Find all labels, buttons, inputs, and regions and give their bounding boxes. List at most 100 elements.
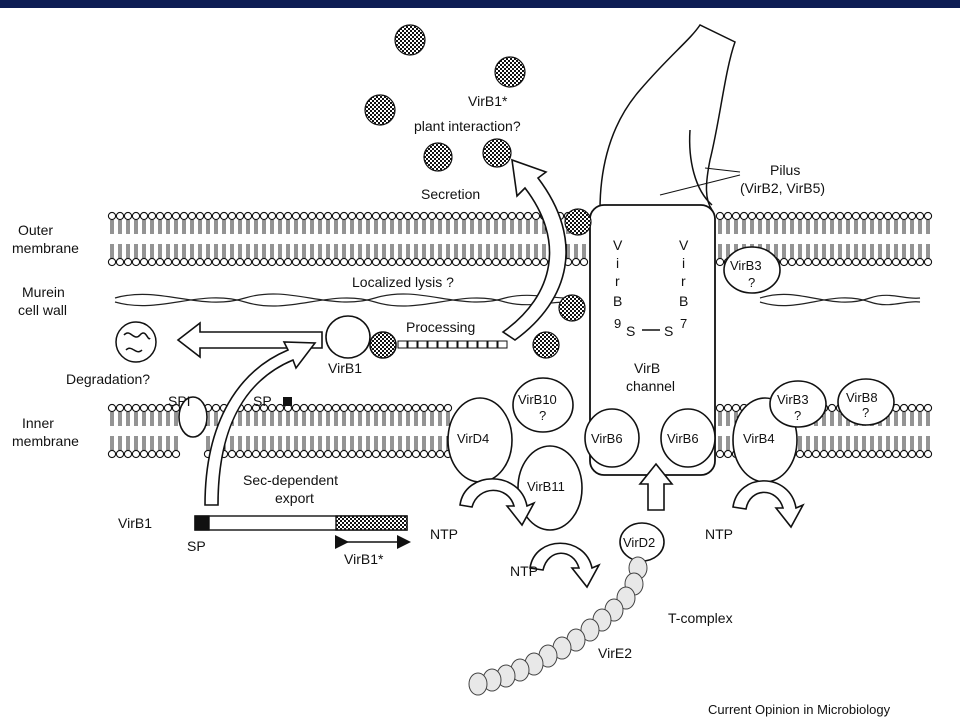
virb9-letter-2: i: [616, 255, 619, 271]
lipid: [107, 211, 117, 267]
lipid: [139, 211, 149, 267]
lipid: [347, 211, 357, 267]
virb3-inner-q: ?: [794, 408, 801, 423]
virb8-label: VirB8: [846, 390, 878, 405]
lipid: [251, 403, 261, 459]
virb3-inner-label: VirB3: [777, 392, 809, 407]
lipid: [843, 211, 853, 267]
lipid: [131, 211, 141, 267]
spi-protein: [178, 396, 208, 438]
lipid: [411, 403, 421, 459]
lipid: [803, 211, 813, 267]
spi-label: SPI: [168, 393, 191, 409]
pilus: [599, 24, 741, 211]
lipid: [115, 211, 125, 267]
lipid: [859, 211, 869, 267]
ntp-label-1: NTP: [430, 526, 458, 542]
lipid: [363, 211, 373, 267]
lipid: [507, 211, 517, 267]
lipid: [883, 211, 893, 267]
sp-square: [283, 397, 292, 406]
channel-label-2: channel: [626, 378, 675, 394]
lipid: [395, 403, 405, 459]
lipid: [139, 403, 149, 459]
header-bar: [0, 0, 960, 8]
vird2-label: VirD2: [623, 535, 655, 550]
lipid: [851, 211, 861, 267]
membrane-proteins: [178, 246, 895, 562]
virb1-checkered: [369, 331, 397, 359]
lipid: [195, 211, 205, 267]
virb3-outer-label: VirB3: [730, 258, 762, 273]
virb8-q: ?: [862, 405, 869, 420]
lipid: [155, 211, 165, 267]
vire2-label: VirE2: [598, 645, 632, 661]
degradation-blob: [115, 321, 157, 363]
lipid: [163, 403, 173, 459]
sulfur-right: S: [664, 323, 673, 339]
lipid: [915, 211, 925, 267]
lipid: [835, 211, 845, 267]
lipid: [827, 211, 837, 267]
lipid: [147, 211, 157, 267]
lipid: [451, 211, 461, 267]
lipid: [283, 403, 293, 459]
lipid: [227, 211, 237, 267]
lipid: [907, 211, 917, 267]
lipid: [171, 211, 181, 267]
lipid: [403, 211, 413, 267]
lipid: [787, 211, 797, 267]
plant-interaction-label: plant interaction?: [414, 118, 521, 134]
labels: Outer membrane Murein cell wall Inner me…: [12, 93, 891, 717]
lipid: [387, 211, 397, 267]
lipid: [187, 211, 197, 267]
lipid: [275, 403, 285, 459]
pilus-leader: [704, 167, 741, 173]
lipid: [867, 211, 877, 267]
lipid: [371, 403, 381, 459]
virb1-gene: [194, 515, 411, 549]
lipid: [363, 403, 373, 459]
lipid: [259, 211, 269, 267]
lipid: [779, 211, 789, 267]
lipid: [219, 211, 229, 267]
lipid: [915, 403, 925, 459]
lipid: [267, 403, 277, 459]
virb10-label: VirB10: [518, 392, 557, 407]
lipid: [875, 211, 885, 267]
virb7-letter-3: r: [681, 273, 686, 289]
lipid: [355, 403, 365, 459]
lipid: [147, 403, 157, 459]
outlined-arrows: [176, 158, 805, 589]
virb7-letter-5: 7: [680, 316, 687, 331]
ntp-label-3: NTP: [705, 526, 733, 542]
lipid: [435, 403, 445, 459]
virb3-outer-protein: [723, 246, 781, 294]
source-credit: Current Opinion in Microbiology: [708, 702, 891, 717]
lipid: [243, 211, 253, 267]
lipid: [907, 403, 917, 459]
ntp-label-2: NTP: [510, 563, 538, 579]
lipid: [891, 403, 901, 459]
virb1-star-particles: [364, 24, 592, 359]
lipid: [491, 211, 501, 267]
lipid: [347, 403, 357, 459]
lipid: [531, 211, 541, 267]
lipid: [427, 403, 437, 459]
lipid: [715, 403, 725, 459]
lipid: [331, 403, 341, 459]
lipid: [339, 403, 349, 459]
lipid: [339, 211, 349, 267]
murein-label-2: cell wall: [18, 302, 67, 318]
lipid: [203, 211, 213, 267]
lipid: [123, 211, 133, 267]
murein-label-1: Murein: [22, 284, 65, 300]
lipid: [267, 211, 277, 267]
virb3-outer-q: ?: [748, 275, 755, 290]
lipid: [923, 403, 933, 459]
virb9-letter-1: V: [613, 237, 623, 253]
lipid: [163, 211, 173, 267]
lipid: [155, 403, 165, 459]
sp-gene-label: SP: [187, 538, 206, 554]
lipid: [131, 403, 141, 459]
